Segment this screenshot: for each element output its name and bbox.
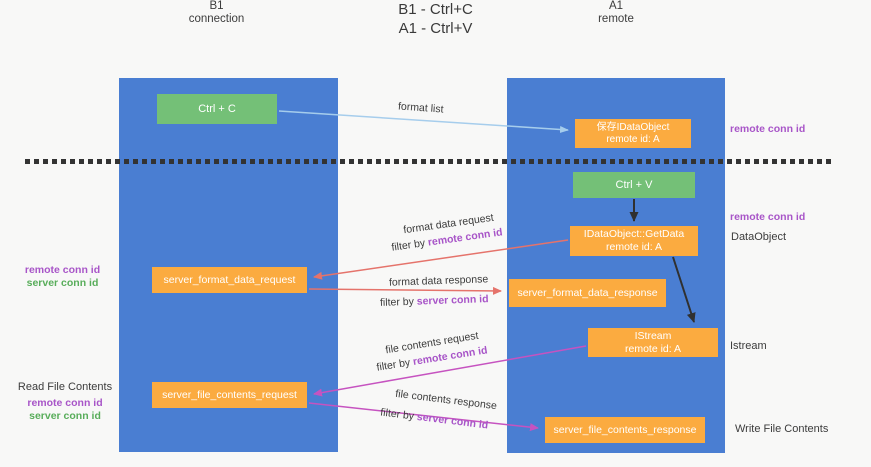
node-ctrl-v: Ctrl + V (573, 172, 695, 198)
node-ctrl-v-label: Ctrl + V (615, 178, 653, 191)
title-line-2: A1 - Ctrl+V (398, 20, 473, 37)
node-server-format-data-request: server_format_data_request (152, 267, 307, 293)
label-filter-file-response: filter by server conn id (380, 406, 489, 431)
right-column-name: A1 (608, 0, 624, 12)
annotation-read-file-contents: Read File Contents (17, 381, 113, 393)
node-format-request-label: server_format_data_request (163, 273, 296, 286)
title-line-1: B1 - Ctrl+C (398, 1, 473, 18)
annotation-read-file-block: Read File Contents remote conn id server… (10, 381, 120, 423)
annotation-remote-conn-id-left-bottom: remote conn id (27, 397, 103, 409)
annotation-write-file-contents: Write File Contents (735, 423, 829, 435)
node-format-response-label: server_format_data_response (517, 286, 658, 299)
diagram-title: B1 - Ctrl+C A1 - Ctrl+V (0, 0, 871, 38)
node-istream-line2: remote id: A (624, 342, 682, 355)
node-file-request-label: server_file_contents_request (162, 388, 297, 401)
filter-prefix: filter by (379, 295, 417, 309)
node-file-response-label: server_file_contents_response (553, 423, 697, 436)
node-istream-line1: IStream (634, 329, 672, 342)
node-ctrl-c-label: Ctrl + C (198, 102, 236, 115)
annotation-istream: Istream (730, 340, 767, 352)
right-column-subtitle: remote (598, 13, 634, 25)
label-filter-format-response: filter by server conn id (380, 293, 489, 309)
annotation-remote-conn-id-top: remote conn id (730, 123, 806, 135)
label-format-data-response: format data response (388, 273, 489, 289)
annotation-left-conn-ids: remote conn id server conn id (15, 264, 110, 290)
node-save-idataobject: 保存IDataObject remote id: A (575, 119, 691, 148)
node-istream: IStream remote id: A (588, 328, 718, 357)
node-server-format-data-response: server_format_data_response (509, 279, 666, 307)
annotation-dataobject: DataObject (731, 231, 787, 243)
node-ctrl-c: Ctrl + C (157, 94, 277, 124)
annotation-server-conn-id-left-bottom: server conn id (29, 410, 101, 422)
filter-prefix: filter by (375, 356, 414, 374)
node-server-file-contents-request: server_file_contents_request (152, 382, 307, 408)
node-getdata-line1: IDataObject::GetData (583, 228, 685, 240)
node-getdata-line2: remote id: A (605, 241, 663, 253)
annotation-server-conn-id-left: server conn id (26, 277, 99, 289)
dashed-divider (25, 159, 833, 164)
label-format-list: format list (397, 100, 444, 116)
filter-term-server-conn-id: server conn id (416, 293, 489, 308)
filter-prefix: filter by (379, 406, 418, 423)
left-column-name: B1 (209, 0, 224, 12)
annotation-remote-conn-id-left: remote conn id (24, 264, 101, 276)
filter-prefix: filter by (390, 236, 429, 254)
node-server-file-contents-response: server_file_contents_response (545, 417, 705, 443)
left-column-subtitle: connection (188, 13, 245, 25)
annotation-remote-conn-id-mid: remote conn id (730, 211, 806, 223)
left-column-header: B1 connection (107, 0, 326, 26)
node-save-idataobject-line1: 保存IDataObject (596, 121, 670, 133)
node-idataobject-getdata: IDataObject::GetData remote id: A (570, 226, 698, 256)
right-column-header: A1 remote (507, 0, 725, 26)
label-file-contents-response: file contents response (394, 387, 498, 413)
filter-term-server-conn-id: server conn id (416, 410, 489, 432)
node-save-idataobject-line2: remote id: A (606, 133, 660, 145)
